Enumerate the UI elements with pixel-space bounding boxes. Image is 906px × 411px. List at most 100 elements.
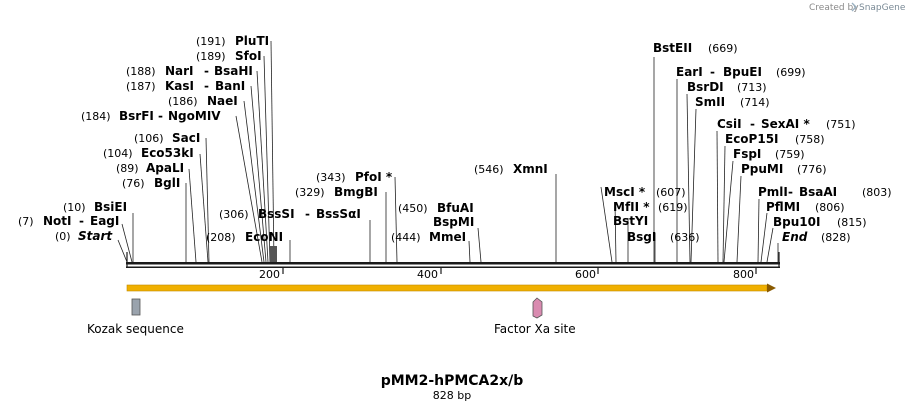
ruler: 200 400 600 800 bbox=[259, 268, 757, 281]
svg-text:-: - bbox=[788, 185, 793, 199]
site-pos: (669) bbox=[708, 42, 738, 55]
site-name: BspMI bbox=[433, 215, 474, 229]
site-pos: (759) bbox=[775, 148, 805, 161]
site-name: EcoP15I bbox=[725, 132, 779, 146]
site-name: MscI * bbox=[604, 185, 646, 199]
site-pos: (106) bbox=[134, 132, 164, 145]
site-name: PmlI bbox=[758, 185, 788, 199]
svg-text:-: - bbox=[750, 117, 755, 131]
feature-factor-xa: Factor Xa site bbox=[494, 297, 576, 336]
site-name: Bpu10I bbox=[773, 215, 820, 229]
site-name: BfuAI bbox=[437, 201, 474, 215]
site-pos: (329) bbox=[295, 186, 325, 199]
site-name: BstYI bbox=[613, 214, 648, 228]
site-name: BmgBI bbox=[334, 185, 378, 199]
site-name: SexAI * bbox=[761, 117, 810, 131]
orf-arrow bbox=[126, 283, 776, 293]
site-pos: (619) bbox=[658, 201, 688, 214]
site-name: XmnI bbox=[513, 162, 548, 176]
feature-label: Kozak sequence bbox=[87, 322, 184, 336]
site-name: EcoNI bbox=[245, 230, 283, 244]
credit-prefix: Created by bbox=[809, 3, 859, 13]
site-pos: (607) bbox=[656, 186, 686, 199]
ruler-tick-label: 400 bbox=[417, 268, 438, 281]
site-name: SmII bbox=[695, 95, 725, 109]
site-pos: (104) bbox=[103, 147, 133, 160]
site-name: PluTI bbox=[235, 34, 269, 48]
site-name: BsrDI bbox=[687, 80, 724, 94]
site-name: PpuMI bbox=[741, 162, 783, 176]
site-name: BsiEI bbox=[94, 200, 127, 214]
sequence-backbone bbox=[126, 252, 780, 268]
site-name: EarI bbox=[676, 65, 703, 79]
feature-label: Factor Xa site bbox=[494, 322, 576, 336]
credit-product: SnapGene bbox=[859, 3, 906, 13]
svg-text:-: - bbox=[204, 79, 209, 93]
cut-cluster-marker bbox=[270, 246, 277, 262]
ruler-tick-label: 600 bbox=[575, 268, 596, 281]
site-pos: (187) bbox=[126, 80, 156, 93]
snapgene-logo-icon bbox=[851, 2, 857, 12]
site-pos: (699) bbox=[776, 66, 806, 79]
site-pos: (751) bbox=[826, 118, 856, 131]
site-pos: (714) bbox=[740, 96, 770, 109]
site-pos: (758) bbox=[795, 133, 825, 146]
site-name: PfoI * bbox=[355, 170, 393, 184]
site-pos: (89) bbox=[116, 162, 139, 175]
site-pos: (450) bbox=[398, 202, 428, 215]
site-pos: (806) bbox=[815, 201, 845, 214]
site-name: BsaAI bbox=[799, 185, 837, 199]
site-name: EagI bbox=[90, 214, 119, 228]
site-name: KasI bbox=[165, 79, 194, 93]
site-name: BglI bbox=[154, 176, 180, 190]
site-name: End bbox=[782, 230, 808, 244]
svg-text:-: - bbox=[204, 64, 209, 78]
kozak-marker bbox=[131, 298, 141, 316]
site-name: Start bbox=[78, 229, 113, 243]
svg-text:-: - bbox=[158, 109, 163, 123]
site-name: SfoI bbox=[235, 49, 262, 63]
site-name: Eco53kI bbox=[141, 146, 194, 160]
site-pos: (815) bbox=[837, 216, 867, 229]
site-name: NgoMIV bbox=[168, 109, 221, 123]
factor-xa-marker bbox=[532, 297, 543, 319]
site-pos: (0) bbox=[55, 230, 71, 243]
site-name: MfII * bbox=[613, 200, 650, 214]
site-name: FspI bbox=[733, 147, 761, 161]
site-name: NotI bbox=[43, 214, 72, 228]
site-name: SacI bbox=[172, 131, 200, 145]
site-name: CsiI bbox=[717, 117, 742, 131]
site-name: BsgI bbox=[627, 230, 656, 244]
restriction-site-labels: (0) Start (7) NotI - EagI (10) BsiEI (76… bbox=[18, 34, 892, 244]
site-pos: (186) bbox=[168, 95, 198, 108]
site-pos: (803) bbox=[862, 186, 892, 199]
site-pos: (188) bbox=[126, 65, 156, 78]
site-pos: (306) bbox=[219, 208, 249, 221]
site-pos: (444) bbox=[391, 231, 421, 244]
site-pos: (7) bbox=[18, 215, 34, 228]
site-pos: (10) bbox=[63, 201, 86, 214]
feature-kozak: Kozak sequence bbox=[87, 298, 184, 336]
site-name: BanI bbox=[215, 79, 245, 93]
site-pos: (776) bbox=[797, 163, 827, 176]
svg-text:-: - bbox=[79, 214, 84, 228]
ruler-tick-label: 200 bbox=[259, 268, 280, 281]
map-title: pMM2-hPMCA2x/b bbox=[381, 373, 524, 389]
svg-text:-: - bbox=[305, 207, 310, 221]
site-name: BstEII bbox=[653, 41, 692, 55]
site-name: MmeI bbox=[429, 230, 466, 244]
site-name: NaeI bbox=[207, 94, 238, 108]
ruler-tick-label: 800 bbox=[733, 268, 754, 281]
site-pos: (191) bbox=[196, 35, 226, 48]
svg-text:-: - bbox=[710, 65, 715, 79]
site-pos: (184) bbox=[81, 110, 111, 123]
site-name: BsaHI bbox=[214, 64, 253, 78]
site-pos: (343) bbox=[316, 171, 346, 184]
site-pos: (546) bbox=[474, 163, 504, 176]
site-connectors bbox=[117, 40, 779, 263]
site-name: BsrFI bbox=[119, 109, 154, 123]
map-length: 828 bp bbox=[433, 389, 471, 402]
site-pos: (189) bbox=[196, 50, 226, 63]
site-name: BssSαI bbox=[316, 207, 361, 221]
site-pos: (713) bbox=[737, 81, 767, 94]
